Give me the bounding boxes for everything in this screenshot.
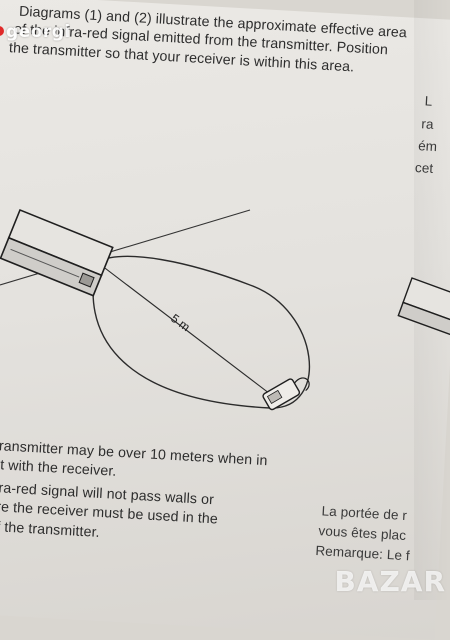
distance-label: 5 m [168,311,192,334]
receiver-right-partial [397,277,450,338]
french-bottom-line-1: La portée de r [321,503,408,524]
watermark-logo-dot [0,26,4,36]
receiver-device [262,377,310,411]
transmitter-front [0,236,103,297]
transmitter-device [0,208,114,297]
range-line [96,261,279,401]
infrared-lobe [92,255,311,409]
infrared-range-diagram: 5 m [0,208,450,411]
french-bottom-line-2: vous êtes plac [318,523,407,544]
georgi-watermark: georgi [6,22,71,42]
bazar-watermark: BAZAR [334,565,446,598]
french-bottom-line-3: Remarque: Le f [315,543,411,564]
